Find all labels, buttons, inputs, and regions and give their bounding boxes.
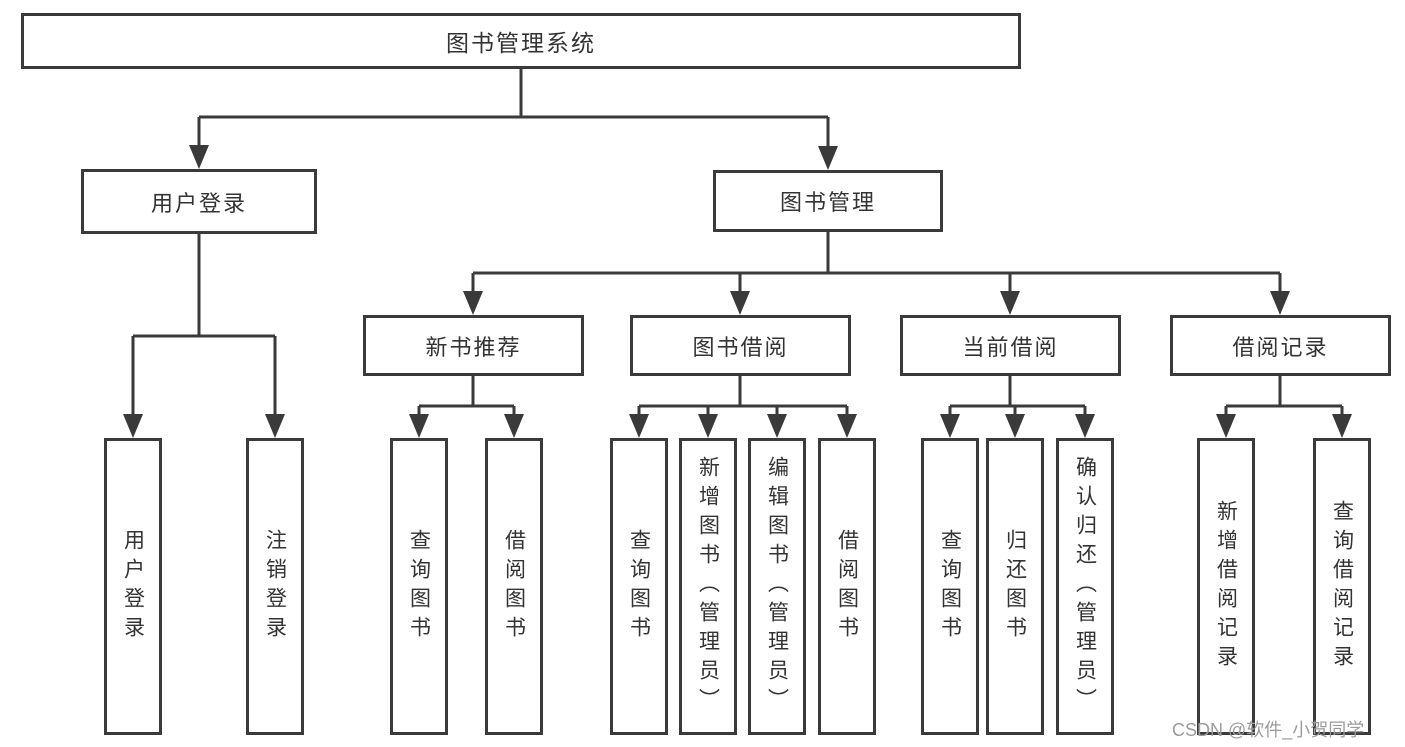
connector-current-borrowing-children: [948, 376, 1087, 420]
arrowheads: [123, 145, 1352, 438]
connector-user-login-children: [131, 234, 277, 420]
node-label: 借阅图书: [835, 528, 859, 645]
node-label: 图书借阅: [692, 334, 789, 360]
node-book-borrowing: 图书借阅: [630, 315, 851, 376]
connector-borrowing-records-children: [1224, 376, 1344, 420]
node-label: 新增借阅记录: [1214, 499, 1238, 674]
connector-new-book-recommend-children: [417, 376, 516, 420]
node-current-borrowing: 当前借阅: [900, 315, 1121, 376]
node-label: 用户登录: [150, 190, 247, 216]
node-label: 图书管理系统: [446, 30, 596, 56]
node-label: 借阅记录: [1232, 334, 1329, 360]
node-label: 新增图书（管理员）: [696, 456, 720, 717]
node-label: 用户登录: [121, 528, 145, 645]
csdn-watermark: CSDN @软件_小贺同学: [1172, 720, 1365, 740]
node-book-management: 图书管理: [713, 170, 943, 232]
connector-root-to-level2: [197, 69, 830, 152]
node-label: 确认归还（管理员）: [1073, 456, 1097, 717]
node-library-management-system: 图书管理系统: [21, 13, 1021, 69]
node-borrowing-records: 借阅记录: [1170, 315, 1391, 376]
node-user-login: 用户登录: [81, 169, 317, 234]
node-borrow-books: 借阅图书: [818, 438, 876, 735]
node-confirm-return-admin: 确认归还（管理员）: [1056, 438, 1114, 735]
node-label: 归还图书: [1003, 528, 1027, 645]
node-edit-books-admin: 编辑图书（管理员）: [748, 438, 806, 735]
node-add-borrowing-record: 新增借阅记录: [1197, 438, 1255, 735]
connector-book-management-children: [471, 232, 1282, 297]
node-label: 查询图书: [938, 528, 962, 645]
node-new-book-recommend: 新书推荐: [363, 315, 584, 376]
node-label: 查询图书: [407, 528, 431, 645]
node-query-borrowing-record: 查询借阅记录: [1313, 438, 1371, 735]
node-label: 编辑图书（管理员）: [765, 456, 789, 717]
node-query-books-recommend: 查询图书: [390, 438, 448, 735]
node-label: 查询借阅记录: [1330, 499, 1354, 674]
node-query-books-borrowing: 查询图书: [610, 438, 668, 735]
node-logout-action: 注销登录: [246, 438, 304, 735]
node-label: 当前借阅: [962, 334, 1059, 360]
node-query-books-current: 查询图书: [921, 438, 979, 735]
node-label: 查询图书: [627, 528, 651, 645]
connector-book-borrowing-children: [637, 376, 849, 420]
node-label: 新书推荐: [425, 334, 522, 360]
node-add-books-admin: 新增图书（管理员）: [679, 438, 737, 735]
node-borrow-books-recommend: 借阅图书: [485, 438, 543, 735]
node-return-books: 归还图书: [986, 438, 1044, 735]
node-label: 注销登录: [263, 528, 287, 645]
node-label: 借阅图书: [502, 528, 526, 645]
node-user-login-action: 用户登录: [104, 438, 162, 735]
node-label: 图书管理: [779, 190, 876, 215]
